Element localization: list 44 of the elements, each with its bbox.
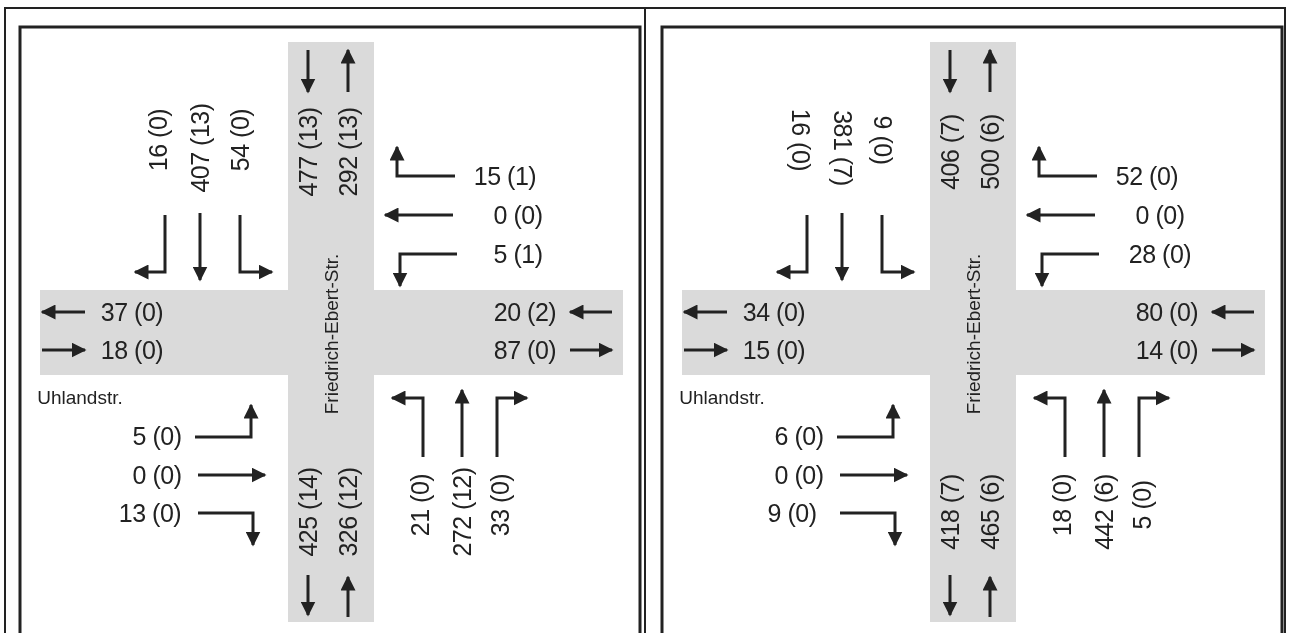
- traffic-count: 6 (0): [774, 423, 824, 449]
- traffic-count: 54 (0): [227, 108, 253, 172]
- traffic-count: 425 (14): [295, 467, 321, 557]
- traffic-count: 292 (13): [335, 107, 361, 197]
- traffic-count: 18 (0): [1049, 473, 1075, 537]
- street-name: Uhlandstr.: [679, 387, 765, 407]
- traffic-count: 34 (0): [742, 299, 806, 325]
- traffic-count: 418 (7): [937, 474, 963, 550]
- traffic-count: 15 (1): [473, 163, 537, 189]
- traffic-count: 465 (6): [977, 474, 1003, 550]
- traffic-count: 9 (0): [767, 500, 817, 526]
- traffic-count: 52 (0): [1115, 163, 1179, 189]
- traffic-count: 0 (0): [774, 462, 824, 488]
- street-name: Uhlandstr.: [37, 387, 123, 407]
- traffic-count: 16 (0): [145, 108, 171, 172]
- traffic-count: 407 (13): [187, 103, 213, 193]
- traffic-count: 500 (6): [977, 114, 1003, 190]
- traffic-count: 28 (0): [1128, 241, 1192, 267]
- traffic-count: 5 (0): [132, 423, 182, 449]
- traffic-count: 87 (0): [493, 337, 557, 363]
- traffic-count: 5 (1): [493, 241, 543, 267]
- traffic-count: 5 (0): [1129, 480, 1155, 530]
- traffic-count: 381 (7): [829, 110, 855, 186]
- traffic-count: 21 (0): [407, 473, 433, 537]
- traffic-count: 477 (13): [295, 107, 321, 197]
- street-name: Friedrich-Ebert-Str.: [321, 253, 341, 415]
- traffic-count: 0 (0): [493, 202, 543, 228]
- traffic-count: 80 (0): [1135, 299, 1199, 325]
- traffic-count: 33 (0): [487, 473, 513, 537]
- traffic-count: 442 (6): [1091, 474, 1117, 550]
- traffic-count: 13 (0): [118, 500, 182, 526]
- traffic-count: 326 (12): [335, 467, 361, 557]
- traffic-count: 16 (0): [787, 108, 813, 172]
- street-name: Friedrich-Ebert-Str.: [963, 253, 983, 415]
- traffic-count: 14 (0): [1135, 337, 1199, 363]
- traffic-count: 15 (0): [742, 337, 806, 363]
- traffic-count: 9 (0): [869, 115, 895, 165]
- traffic-count: 20 (2): [493, 299, 557, 325]
- traffic-count: 0 (0): [1135, 202, 1185, 228]
- traffic-count: 18 (0): [100, 337, 164, 363]
- traffic-count: 0 (0): [132, 462, 182, 488]
- traffic-count: 406 (7): [937, 114, 963, 190]
- traffic-count: 37 (0): [100, 299, 164, 325]
- traffic-count: 272 (12): [449, 467, 475, 557]
